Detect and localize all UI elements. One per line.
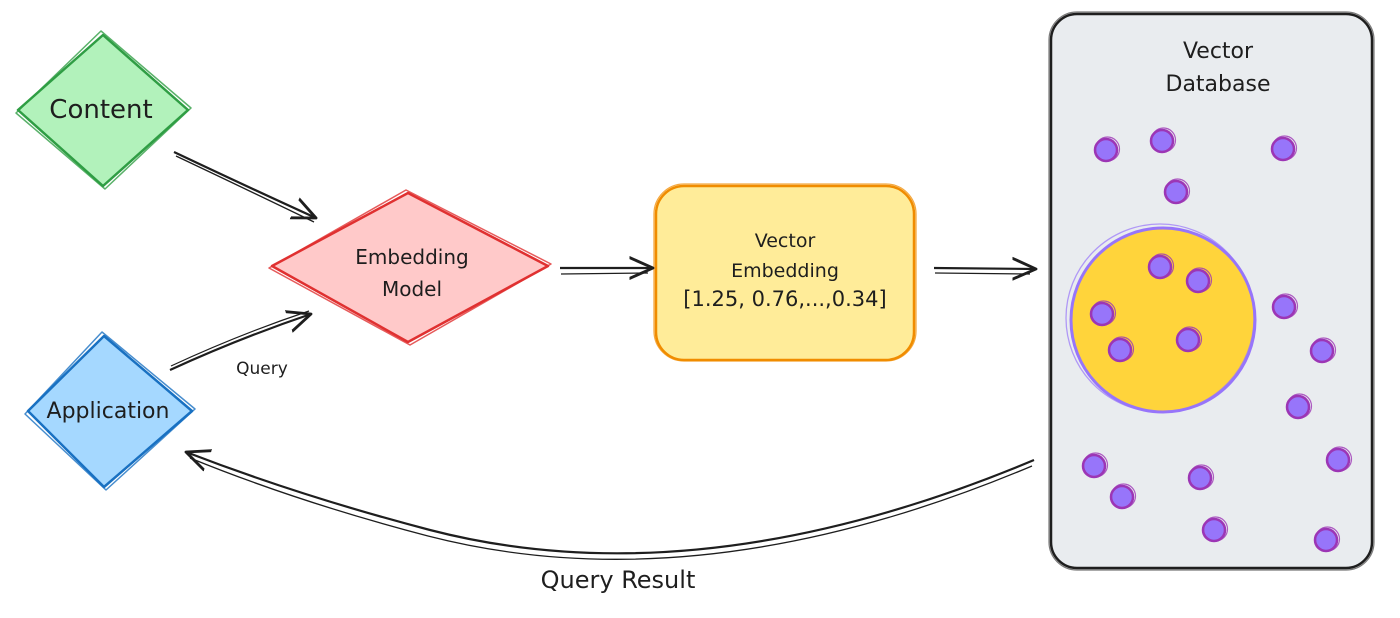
application-shape <box>26 334 194 489</box>
vector-point-outline <box>1310 337 1337 363</box>
embedding-model-node: Embedding Model <box>268 189 552 346</box>
vector-point <box>1089 301 1115 327</box>
vector-embedding-label-line2: Embedding <box>731 260 839 282</box>
vector-point <box>1271 294 1297 320</box>
content-node: Content <box>15 30 192 190</box>
vector-point <box>1270 136 1296 162</box>
vector-point <box>1309 338 1335 364</box>
vector-point <box>1109 484 1135 510</box>
content-shape <box>16 33 190 188</box>
vector-point-outline <box>1110 483 1137 509</box>
vector-point-outline <box>1286 393 1313 419</box>
vector-point <box>1093 137 1119 163</box>
vector-database-label-line1: Vector <box>1183 39 1254 64</box>
embedding-model-label-line1: Embedding <box>355 245 468 269</box>
vector-point <box>1201 517 1227 543</box>
vector-point-outline <box>1094 136 1121 162</box>
vector-point <box>1147 254 1173 280</box>
vector-point-outline <box>1150 127 1177 153</box>
vector-point <box>1107 337 1133 363</box>
vector-point-outline <box>1314 526 1341 552</box>
vector-database-node: Vector Database <box>1048 11 1375 571</box>
arrow-application-to-model <box>169 314 311 372</box>
vector-point-outline <box>1164 178 1191 204</box>
vector-point <box>1163 179 1189 205</box>
vector-point-outline <box>1271 135 1298 161</box>
query-edge-label: Query <box>236 359 288 379</box>
vector-points <box>1081 127 1353 553</box>
vector-point-outline <box>1326 446 1353 472</box>
vector-point <box>1149 128 1175 154</box>
embedding-model-label-line2: Model <box>382 277 442 301</box>
embedding-model-shape <box>270 191 550 344</box>
query-result-edge-label: Query Result <box>541 566 696 594</box>
vector-point-outline <box>1176 326 1203 352</box>
content-label: Content <box>49 95 152 125</box>
vector-point <box>1285 394 1311 420</box>
vector-embedding-values: [1.25, 0.76,...,0.34] <box>683 287 886 311</box>
vector-point-outline <box>1108 336 1135 362</box>
vector-database-label-line2: Database <box>1166 72 1271 97</box>
application-label: Application <box>47 399 170 424</box>
arrow-embedding-to-database <box>933 268 1036 269</box>
vector-point-outline <box>1090 300 1117 326</box>
vector-point-outline <box>1082 452 1109 478</box>
vector-point-outline <box>1188 464 1215 490</box>
vector-point-outline <box>1272 293 1299 319</box>
application-node: Application <box>24 331 196 491</box>
vector-embedding-label-line1: Vector <box>755 230 816 252</box>
vector-point-outline <box>1202 516 1229 542</box>
arrow-content-to-model <box>173 151 316 218</box>
vector-point-outline <box>1186 267 1213 293</box>
vector-embedding-node: Vector Embedding [1.25, 0.76,...,0.34] <box>653 183 917 362</box>
vector-embedding-shape <box>654 184 916 362</box>
vector-point-outline <box>1148 253 1175 279</box>
vector-point <box>1175 327 1201 353</box>
vector-point <box>1185 268 1211 294</box>
arrow-database-to-application <box>186 452 1035 555</box>
vector-point <box>1313 527 1339 553</box>
vector-point <box>1081 453 1107 479</box>
vector-point <box>1325 447 1351 473</box>
vector-point <box>1187 465 1213 491</box>
